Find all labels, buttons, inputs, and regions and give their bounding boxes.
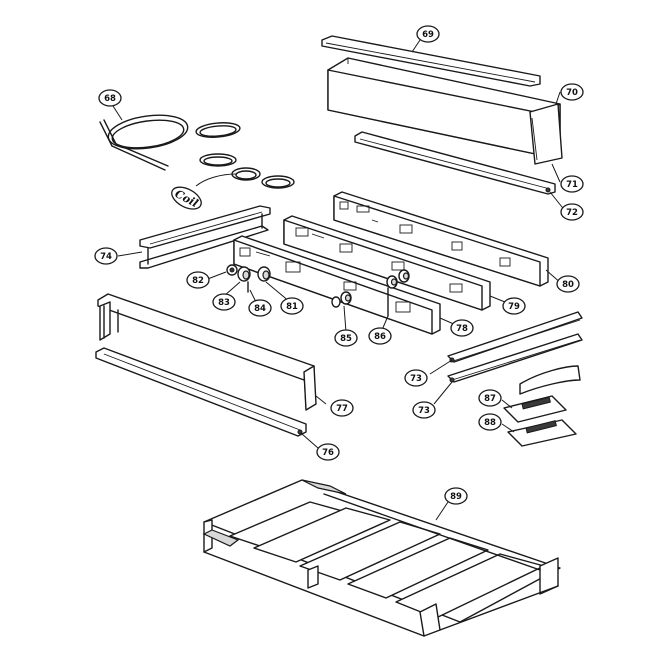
callout-83: 83 [212,293,236,311]
callout-72: 72 [560,203,584,221]
callout-number: 70 [566,88,578,98]
callout-number: 71 [566,180,578,190]
callout-circle [560,175,584,193]
callout-circle [560,83,584,101]
part-74-side-rail [139,205,271,269]
callout-circle [478,413,502,431]
callout-circle [316,443,340,461]
part-76-front-lower-rail [95,347,307,437]
callout-number: 81 [286,302,298,312]
callout-labels: 69 70 71 72 68 74 80 82 83 84 81 79 85 86 78 77 73 73 87 88… [94,25,584,505]
callout-circle [444,487,468,505]
callout-70: 70 [560,83,584,101]
callout-number: 78 [456,324,468,334]
callout-number: 82 [192,276,204,286]
callout-number: 72 [566,208,578,218]
callout-number: 77 [336,404,348,414]
callout-number: 79 [508,302,520,312]
part-69-top-trim [321,35,541,87]
callout-circle [560,203,584,221]
callout-number: 84 [254,304,266,314]
part-70-71-back-panel [327,57,563,165]
callout-81: 81 [280,297,304,315]
callout-80: 80 [556,275,580,293]
callout-circle [556,275,580,293]
callout-number: 86 [374,332,386,342]
part-80-control-panel [333,191,549,287]
callout-89: 89 [444,487,468,505]
callout-77: 77 [330,399,354,417]
callout-number: 74 [100,252,112,262]
callout-number: 69 [422,30,434,40]
part-77-front-trim [97,293,317,411]
callout-73b: 73 [412,401,436,419]
callout-number: 88 [484,418,496,428]
callout-78: 78 [450,319,474,337]
callout-88: 88 [478,413,502,431]
callout-76: 76 [316,443,340,461]
callout-74: 74 [94,247,118,265]
callout-number: 87 [484,394,496,404]
callout-circle [186,271,210,289]
callout-82: 82 [186,271,210,289]
part-79-middle-panel [283,215,491,311]
callout-circle [478,389,502,407]
callout-circle [98,89,122,107]
part-68-coil-tubing [99,114,295,189]
callout-71: 71 [560,175,584,193]
callout-circle [212,293,236,311]
callout-circle [330,399,354,417]
callout-73a: 73 [404,369,428,387]
callout-number: 89 [450,492,462,502]
part-72-lower-rail [354,131,556,195]
callout-circle [404,369,428,387]
part-87-88-cards [503,395,577,447]
callout-number: 68 [104,94,116,104]
callout-number: 73 [410,374,422,384]
callout-circle [94,247,118,265]
callout-69: 69 [416,25,440,43]
callout-79: 79 [502,297,526,315]
callout-86: 86 [368,327,392,345]
callout-85: 85 [334,329,358,347]
callout-circle [368,327,392,345]
callout-circle [412,401,436,419]
callout-84: 84 [248,299,272,317]
callout-circle [334,329,358,347]
callout-number: 76 [322,448,334,458]
callout-68: 68 [98,89,122,107]
part-89-wooden-pallet [202,479,561,637]
valves-knobs [226,264,410,317]
callout-circle [248,299,272,317]
callout-number: 83 [218,298,230,308]
callout-number: 73 [418,406,430,416]
callout-number: 85 [340,334,352,344]
callout-87: 87 [478,389,502,407]
callout-circle [502,297,526,315]
callout-circle [280,297,304,315]
coil-script-label: Coil [171,186,202,210]
callout-circle [450,319,474,337]
callout-number: 80 [562,280,574,290]
callout-circle [416,25,440,43]
